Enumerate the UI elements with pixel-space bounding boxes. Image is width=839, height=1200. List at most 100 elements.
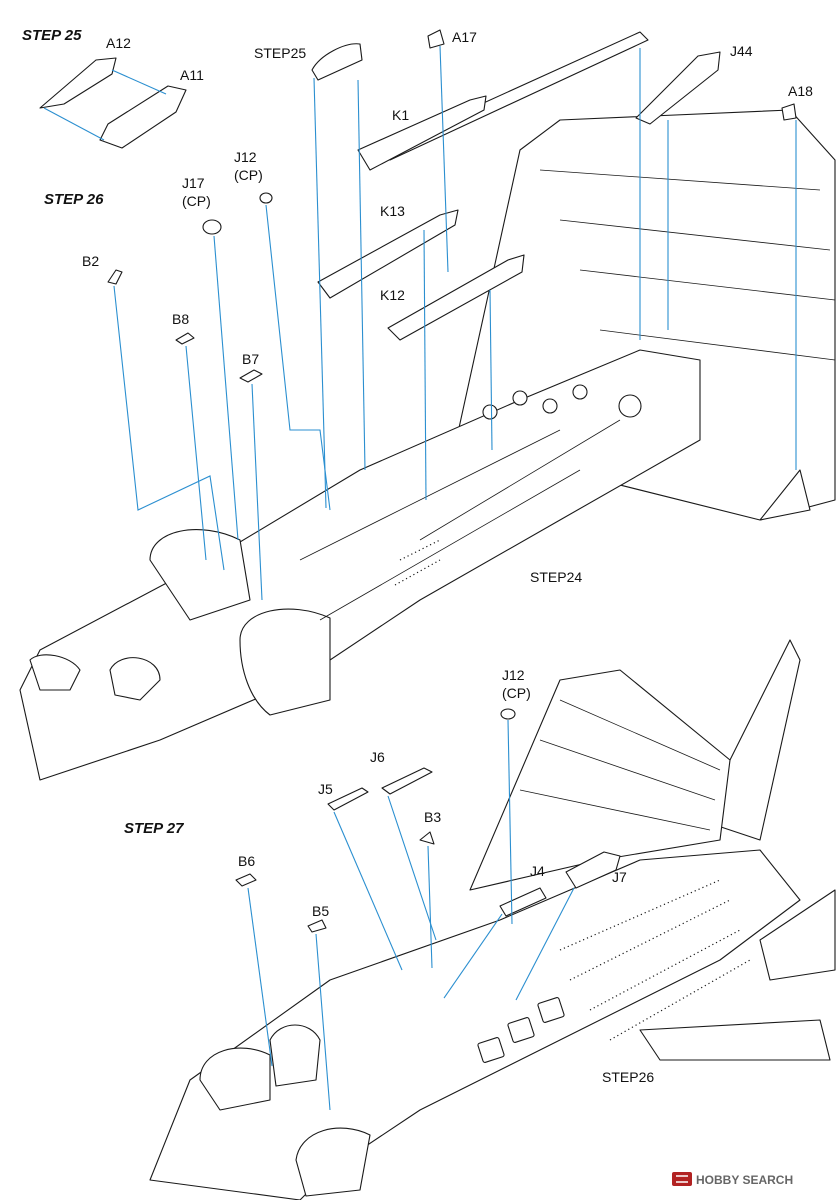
intake-left-step27 (199, 1047, 271, 1111)
label-j7: J7 (612, 869, 627, 885)
part-j17-shape (202, 219, 222, 235)
guide-b3 (427, 845, 433, 969)
label-j4: J4 (530, 863, 545, 879)
label-a18: A18 (788, 83, 813, 99)
guide-j7 (515, 887, 575, 1001)
label-b8: B8 (172, 311, 189, 327)
part-j44-shape (635, 51, 721, 125)
part-j7-shape (565, 851, 621, 889)
guide-b2 (113, 285, 225, 571)
upper-deck-dial-1 (482, 404, 498, 420)
ref-step25: STEP25 (254, 45, 306, 61)
cockpit-step27 (269, 1024, 321, 1087)
hobby-search-logo-icon (672, 1172, 692, 1186)
label-j12-top: J12 (234, 149, 257, 165)
label-j12-bottom-note: (CP) (502, 685, 531, 701)
ref-step26: STEP26 (602, 1069, 654, 1085)
watermark: HOBBY SEARCH (672, 1172, 793, 1187)
part-a11-a12-assembly (39, 57, 187, 149)
guide-k13 (423, 229, 427, 501)
guide-step25-fairing (313, 77, 327, 509)
watermark-text: HOBBY SEARCH (696, 1173, 793, 1187)
upper-deck-dial-large (618, 394, 642, 418)
step-25-title: STEP 25 (22, 27, 82, 44)
guide-j12-bottom (507, 719, 513, 925)
guide-b6 (247, 887, 273, 1067)
step27-aircraft-drawing (149, 639, 836, 1200)
part-k13-shape (317, 209, 459, 299)
cockpit-console (109, 657, 161, 701)
part-j5-shape (327, 787, 369, 811)
horizontal-stabilizer (639, 1019, 831, 1061)
upper-deck-dial-3 (542, 398, 558, 414)
part-a18-shape (781, 103, 797, 121)
wing-panel-lines-step27 (519, 699, 721, 831)
label-j5: J5 (318, 781, 333, 797)
access-panel-3 (537, 997, 565, 1023)
label-b5: B5 (312, 903, 329, 919)
guide-j4 (443, 913, 503, 999)
label-b3: B3 (424, 809, 441, 825)
label-j17: J17 (182, 175, 205, 191)
label-a17: A17 (452, 29, 477, 45)
step-27-title: STEP 27 (124, 820, 184, 837)
wing-panel-lines (539, 169, 836, 361)
label-a11: A11 (180, 67, 204, 83)
tail-fragment (759, 469, 811, 521)
guide-k12 (489, 289, 493, 451)
part-j6-shape (381, 767, 433, 795)
cockpit-nose-panel (29, 654, 81, 691)
label-j12-top-note: (CP) (234, 167, 263, 183)
part-k1-shape (357, 95, 487, 171)
ref-step24: STEP24 (530, 569, 582, 585)
right-fragment (759, 889, 836, 981)
part-step25-fairing (311, 43, 363, 81)
label-b7: B7 (242, 351, 259, 367)
step-26-title: STEP 26 (44, 191, 104, 208)
part-b5-shape (307, 919, 327, 933)
label-j6: J6 (370, 749, 385, 765)
guide-j17 (213, 235, 239, 541)
guide-a11-a12 (111, 69, 167, 95)
guide-k1 (357, 79, 366, 471)
part-b3-shape (419, 831, 435, 845)
label-k12: K12 (380, 287, 405, 303)
guide-j5 (333, 811, 403, 971)
upper-deck-dial-4 (572, 384, 588, 400)
guide-j6 (387, 795, 437, 941)
part-b2-shape (107, 269, 123, 285)
right-intake (239, 608, 331, 716)
fuselage-body-step27 (149, 849, 801, 1200)
guide-b7 (251, 383, 263, 601)
label-k1: K1 (392, 107, 409, 123)
guide-a17 (439, 45, 449, 273)
part-b6-shape (235, 873, 257, 887)
intake-right-step27 (295, 1127, 371, 1197)
part-b7-shape (239, 369, 263, 383)
label-b2: B2 (82, 253, 99, 269)
part-a17-shape (427, 29, 445, 49)
part-j12-top-shape (259, 192, 273, 204)
rivet-rows-step26 (394, 539, 441, 586)
label-k13: K13 (380, 203, 405, 219)
spine-panel-lines (299, 419, 621, 621)
guide-b8 (185, 345, 207, 561)
label-a12: A12 (106, 35, 131, 51)
part-b8-shape (175, 332, 195, 345)
label-j17-note: (CP) (182, 193, 211, 209)
step26-aircraft-drawing (19, 29, 836, 781)
access-panel-1 (477, 1037, 505, 1063)
part-j12-bottom-shape (500, 708, 516, 720)
part-k12-shape (387, 254, 525, 341)
part-a11-shape (99, 85, 187, 149)
guide-a12-a11-lower (43, 107, 105, 141)
upper-deck-dial-2 (512, 390, 528, 406)
left-intake (149, 529, 251, 621)
label-j44: J44 (730, 43, 753, 59)
guide-j12-top (265, 204, 331, 511)
guide-b5 (315, 933, 331, 1111)
access-panel-2 (507, 1017, 535, 1043)
label-b6: B6 (238, 853, 255, 869)
part-a12-shape (39, 57, 117, 109)
